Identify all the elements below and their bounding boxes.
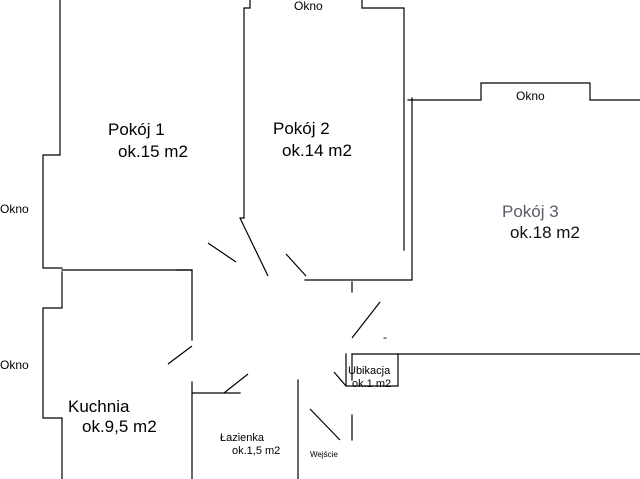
wall-room2-bottom	[304, 97, 413, 281]
door-room1b	[239, 217, 269, 277]
wall-room3-outline	[407, 82, 640, 101]
wall-kitchen-right	[175, 269, 193, 341]
dash-mark: -	[383, 330, 387, 344]
room-name-kuchnia: Kuchnia	[68, 397, 130, 416]
entrance-label: Wejście	[310, 450, 338, 459]
wall-kitchen-left	[42, 271, 63, 479]
room-name-lazienka: Łazienka	[220, 432, 265, 444]
window-label-left-lower: Okno	[0, 358, 29, 372]
room-area-ubikacja: ok.1 m2	[352, 378, 391, 390]
room-name-pokoj-3: Pokój 3	[502, 202, 559, 221]
room-name-pokoj-2: Pokój 2	[273, 119, 330, 138]
wall-room1-left	[42, 0, 63, 269]
room-area-lazienka: ok.1,5 m2	[232, 445, 280, 457]
window-label-top: Okno	[294, 0, 323, 13]
wall-room2-top	[361, 0, 405, 251]
door-kitchen	[167, 345, 193, 365]
room-area-kuchnia: ok.9,5 m2	[82, 417, 157, 436]
door-entrance	[309, 408, 341, 441]
room-name-ubikacja: Ubikacja	[348, 365, 391, 377]
door-room2	[285, 253, 307, 277]
wall-room1-room2	[239, 0, 251, 219]
wall-toilet	[345, 353, 399, 387]
walls	[42, 0, 640, 479]
window-label-room3: Okno	[516, 89, 545, 103]
door-toilet	[333, 371, 347, 387]
door-room1	[207, 242, 237, 263]
window-label-left-upper: Okno	[0, 202, 29, 216]
door-room3	[351, 301, 381, 339]
doors	[167, 217, 381, 441]
door-bathroom	[223, 373, 249, 394]
room-name-pokoj-1: Pokój 1	[108, 120, 165, 139]
room-area-pokoj-3: ok.18 m2	[510, 223, 580, 242]
room-area-pokoj-1: ok.15 m2	[118, 142, 188, 161]
room-area-pokoj-2: ok.14 m2	[282, 141, 352, 160]
